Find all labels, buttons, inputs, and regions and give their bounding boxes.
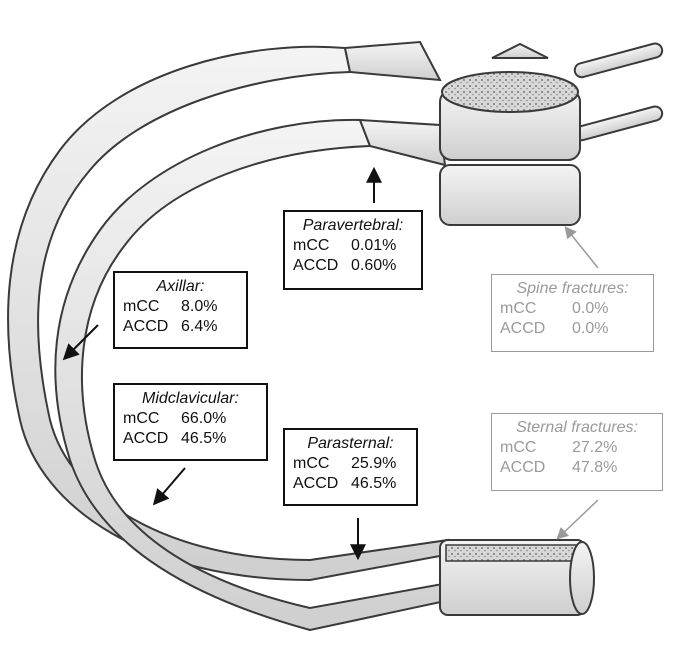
midclavicular-title: Midclavicular: — [142, 390, 239, 407]
midclavicular-accd-key: ACCD — [123, 430, 169, 447]
sternal-fractures-label: Sternal fractures: mCC 27.2% ACCD 47.8% — [491, 413, 663, 491]
midclavicular-accd-value: 46.5% — [181, 430, 227, 447]
spine-mcc-value: 0.0% — [572, 300, 609, 317]
sternal-arrow — [556, 499, 599, 540]
spine-accd-value: 0.0% — [572, 320, 609, 337]
midclavicular-mcc-value: 66.0% — [181, 410, 227, 427]
parasternal-accd-key: ACCD — [293, 475, 339, 492]
midclavicular-mcc-key: mCC — [123, 410, 160, 427]
paravertebral-title: Paravertebral: — [302, 217, 404, 234]
midclavicular-arrow — [152, 467, 186, 506]
spine-accd-key: ACCD — [500, 320, 546, 337]
sternal-mcc-value: 27.2% — [572, 439, 618, 456]
axillar-label: Axillar: mCC 8.0% ACCD 6.4% — [113, 271, 248, 349]
spine-fractures-title: Spine fractures: — [516, 280, 629, 297]
spine-fractures-label: Spine fractures: mCC 0.0% ACCD 0.0% — [491, 274, 654, 352]
vertebra-stack — [439, 42, 664, 226]
axillar-arrow — [62, 324, 99, 361]
axillar-title: Axillar: — [156, 278, 205, 295]
paravertebral-mcc-key: mCC — [293, 237, 330, 254]
paravertebral-label: Paravertebral: mCC 0.01% ACCD 0.60% — [283, 210, 423, 290]
midclavicular-label: Midclavicular: mCC 66.0% ACCD 46.5% — [113, 383, 268, 461]
axillar-mcc-value: 8.0% — [181, 298, 218, 315]
paravertebral-accd-key: ACCD — [293, 257, 339, 274]
parasternal-title: Parasternal: — [307, 435, 394, 452]
spine-arrow — [564, 226, 599, 269]
parasternal-mcc-key: mCC — [293, 455, 330, 472]
sternal-accd-key: ACCD — [500, 459, 546, 476]
spine-mcc-key: mCC — [500, 300, 537, 317]
axillar-accd-key: ACCD — [123, 318, 169, 335]
axillar-mcc-key: mCC — [123, 298, 160, 315]
parasternal-label: Parasternal: mCC 25.9% ACCD 46.5% — [283, 428, 418, 506]
axillar-accd-value: 6.4% — [181, 318, 218, 335]
paravertebral-accd-value: 0.60% — [351, 257, 397, 274]
sternal-accd-value: 47.8% — [572, 459, 618, 476]
sternal-mcc-key: mCC — [500, 439, 537, 456]
parasternal-accd-value: 46.5% — [351, 475, 397, 492]
paravertebral-mcc-value: 0.01% — [351, 237, 397, 254]
sternum — [439, 539, 595, 616]
sternal-fractures-title: Sternal fractures: — [516, 419, 638, 436]
parasternal-mcc-value: 25.9% — [351, 455, 397, 472]
upper-rib — [7, 40, 450, 582]
